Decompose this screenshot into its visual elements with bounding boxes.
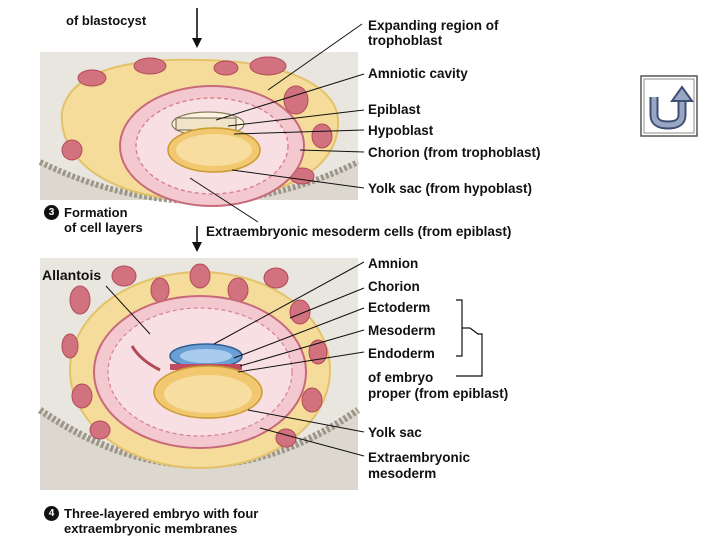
stage3-caption-line1: Formation (64, 205, 128, 220)
return-arrow-icon (640, 75, 698, 137)
top-caption: of blastocyst (66, 13, 147, 28)
top-arrow (192, 8, 202, 48)
stage3-caption: 3 Formation (44, 205, 128, 220)
label-yolk-sac: Yolk sac (368, 425, 422, 440)
label-ectoderm: Ectoderm (368, 300, 431, 315)
label-epiblast: Epiblast (368, 102, 421, 117)
label-trophoblast: trophoblast (368, 33, 443, 48)
stage3-number-badge: 3 (44, 205, 59, 220)
stage4-caption-line2: extraembryonic membranes (64, 521, 238, 536)
label-extraembryonic: Extraembryonic (368, 450, 471, 465)
label-mesoderm-extraembryonic: mesoderm (368, 466, 437, 481)
germ-layer-bracket (456, 299, 483, 377)
label-amnion: Amnion (368, 256, 419, 271)
stage4-leader-lines (105, 261, 365, 457)
middle-arrow (192, 226, 202, 252)
stage4-panel (38, 258, 360, 490)
label-expanding-region: Expanding region of (368, 18, 499, 33)
label-extraembryonic-mesoderm-cells: Extraembryonic mesoderm cells (from epib… (206, 224, 512, 239)
label-of-embryo: of embryo (368, 370, 434, 385)
label-chorion: Chorion (368, 279, 420, 294)
label-allantois: Allantois (42, 267, 102, 283)
label-chorion-trophoblast: Chorion (from trophoblast) (368, 145, 541, 160)
label-mesoderm: Mesoderm (368, 323, 436, 338)
label-hypoblast: Hypoblast (368, 123, 434, 138)
stage4-number-badge: 4 (44, 506, 59, 521)
label-proper-from-epiblast: proper (from epiblast) (368, 386, 509, 401)
label-yolk-sac-hypoblast: Yolk sac (from hypoblast) (368, 181, 533, 196)
stage4-caption: 4 Three-layered embryo with four (44, 506, 258, 521)
label-amniotic-cavity: Amniotic cavity (368, 66, 468, 81)
stage3-leader-lines (189, 23, 365, 223)
label-endoderm: Endoderm (368, 346, 435, 361)
stage3-caption-line2: of cell layers (64, 220, 143, 235)
stage3-panel (38, 52, 360, 207)
return-button[interactable] (640, 75, 698, 137)
stage4-caption-line1: Three-layered embryo with four (64, 506, 259, 521)
